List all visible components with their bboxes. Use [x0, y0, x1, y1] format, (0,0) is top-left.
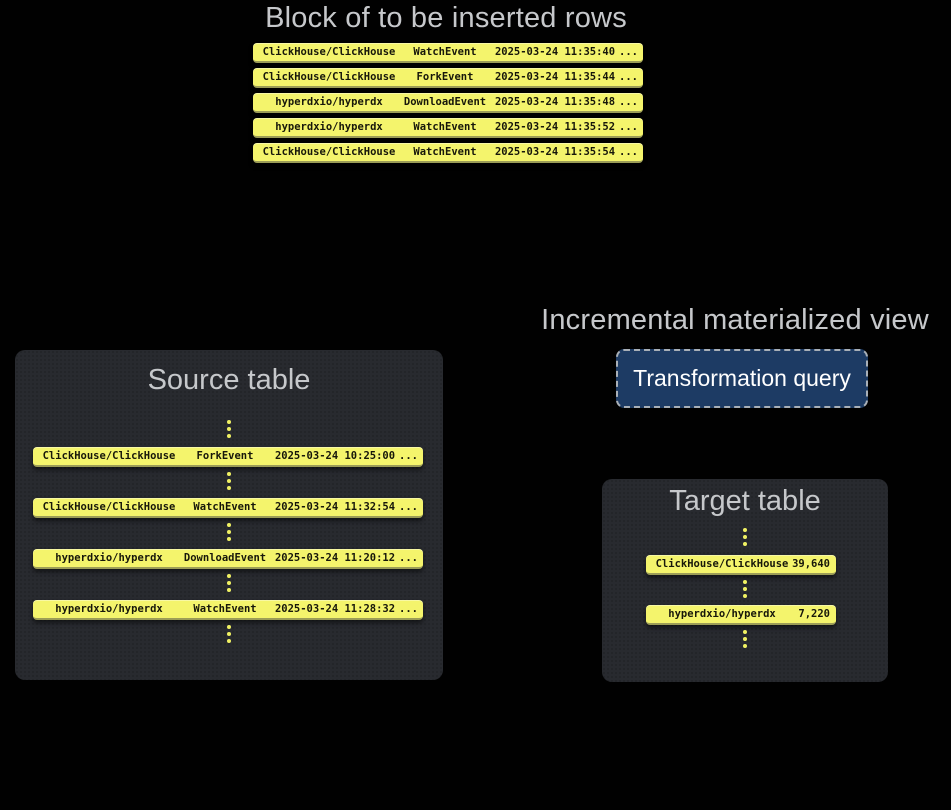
more-cell: ... — [399, 450, 418, 462]
ellipsis-dots-icon — [227, 574, 231, 592]
timestamp-cell: 2025-03-24 10:25:00 — [274, 450, 396, 462]
source-row: ClickHouse/ClickHouse WatchEvent 2025-03… — [33, 498, 423, 518]
event-cell: WatchEvent — [193, 501, 257, 513]
materialized-view-title: Incremental materialized view — [541, 304, 929, 336]
repo-cell: ClickHouse/ClickHouse — [262, 146, 396, 158]
more-cell: ... — [399, 501, 418, 513]
timestamp-cell: 2025-03-24 11:20:12 — [274, 552, 396, 564]
target-row: hyperdxio/hyperdx 7,220 — [646, 605, 836, 625]
more-cell: ... — [619, 146, 638, 158]
source-row: ClickHouse/ClickHouse ForkEvent 2025-03-… — [33, 447, 423, 467]
repo-cell: ClickHouse/ClickHouse — [42, 450, 176, 462]
timestamp-cell: 2025-03-24 11:35:52 — [494, 121, 616, 133]
more-cell: ... — [399, 603, 418, 615]
event-cell: WatchEvent — [413, 46, 477, 58]
target-table-panel: Target table ClickHouse/ClickHouse 39,64… — [602, 479, 888, 682]
event-cell: WatchEvent — [413, 146, 477, 158]
timestamp-cell: 2025-03-24 11:32:54 — [274, 501, 396, 513]
source-row: hyperdxio/hyperdx WatchEvent 2025-03-24 … — [33, 600, 423, 620]
timestamp-cell: 2025-03-24 11:28:32 — [274, 603, 396, 615]
source-row: hyperdxio/hyperdx DownloadEvent 2025-03-… — [33, 549, 423, 569]
ellipsis-dots-icon — [743, 580, 747, 598]
repo-cell: hyperdxio/hyperdx — [668, 608, 776, 620]
repo-cell: ClickHouse/ClickHouse — [655, 558, 789, 570]
insert-block-title: Block of to be inserted rows — [265, 2, 627, 34]
more-cell: ... — [619, 96, 638, 108]
timestamp-cell: 2025-03-24 11:35:48 — [494, 96, 616, 108]
transformation-query-button[interactable]: Transformation query — [616, 349, 868, 408]
insert-row: hyperdxio/hyperdx WatchEvent 2025-03-24 … — [253, 118, 643, 138]
target-table-title: Target table — [669, 485, 821, 517]
timestamp-cell: 2025-03-24 11:35:44 — [494, 71, 616, 83]
count-cell: 39,640 — [792, 558, 830, 570]
event-cell: DownloadEvent — [403, 96, 487, 108]
timestamp-cell: 2025-03-24 11:35:40 — [494, 46, 616, 58]
source-table-panel: Source table ClickHouse/ClickHouse ForkE… — [15, 350, 443, 680]
target-row: ClickHouse/ClickHouse 39,640 — [646, 555, 836, 575]
insert-row: ClickHouse/ClickHouse ForkEvent 2025-03-… — [253, 68, 643, 88]
insert-row: hyperdxio/hyperdx DownloadEvent 2025-03-… — [253, 93, 643, 113]
ellipsis-dots-icon — [227, 420, 231, 438]
more-cell: ... — [399, 552, 418, 564]
timestamp-cell: 2025-03-24 11:35:54 — [494, 146, 616, 158]
repo-cell: hyperdxio/hyperdx — [55, 603, 163, 615]
insert-row: ClickHouse/ClickHouse WatchEvent 2025-03… — [253, 43, 643, 63]
event-cell: ForkEvent — [196, 450, 254, 462]
repo-cell: ClickHouse/ClickHouse — [42, 501, 176, 513]
event-cell: DownloadEvent — [183, 552, 267, 564]
repo-cell: hyperdxio/hyperdx — [275, 96, 383, 108]
repo-cell: ClickHouse/ClickHouse — [262, 71, 396, 83]
event-cell: WatchEvent — [193, 603, 257, 615]
ellipsis-dots-icon — [227, 472, 231, 490]
more-cell: ... — [619, 71, 638, 83]
ellipsis-dots-icon — [743, 528, 747, 546]
more-cell: ... — [619, 46, 638, 58]
source-table-title: Source table — [147, 364, 311, 396]
more-cell: ... — [619, 121, 638, 133]
insert-row: ClickHouse/ClickHouse WatchEvent 2025-03… — [253, 143, 643, 163]
ellipsis-dots-icon — [227, 625, 231, 643]
repo-cell: ClickHouse/ClickHouse — [262, 46, 396, 58]
ellipsis-dots-icon — [743, 630, 747, 648]
event-cell: ForkEvent — [416, 71, 474, 83]
ellipsis-dots-icon — [227, 523, 231, 541]
count-cell: 7,220 — [798, 608, 830, 620]
repo-cell: hyperdxio/hyperdx — [275, 121, 383, 133]
event-cell: WatchEvent — [413, 121, 477, 133]
repo-cell: hyperdxio/hyperdx — [55, 552, 163, 564]
